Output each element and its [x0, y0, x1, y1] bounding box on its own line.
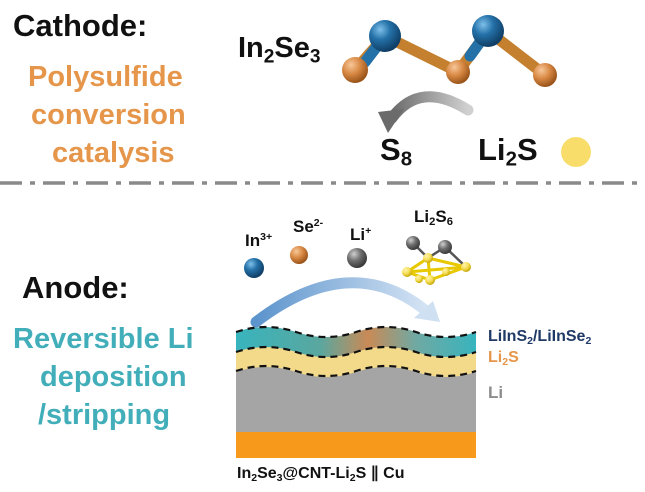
lithium-ion-label: Li+ — [350, 225, 372, 244]
liins2-liinse2-layer — [236, 327, 476, 357]
lithium-ion-icon — [347, 248, 367, 268]
li2s6-cluster-icon — [402, 236, 471, 285]
liins2-liinse2-label: LiInS2/LiInSe2 — [488, 328, 592, 347]
deposition-arrow-icon — [250, 277, 440, 328]
in2se3-molecule-icon — [342, 15, 557, 87]
deposition-line-1: Reversible Li — [13, 323, 194, 355]
catalysis-line-2: conversion — [31, 99, 186, 131]
selenium-ion-icon — [290, 246, 308, 264]
li-layer-label: Li — [488, 383, 504, 402]
in2se3-label: In2Se3 — [238, 32, 321, 68]
selenium-ion-label: Se2- — [293, 217, 324, 236]
lithium-metal-layer — [236, 365, 476, 432]
catalysis-line-1: Polysulfide — [28, 61, 183, 93]
cell-configuration-label: In2Se3@CNT-Li2S ∥ Cu — [237, 465, 405, 484]
s8-label: S8 — [380, 132, 413, 171]
indium-ion-label: In3+ — [245, 231, 273, 250]
li2s-layer-label: Li2S — [488, 349, 519, 368]
anode-layer-stack — [235, 325, 477, 458]
deposition-line-2: deposition — [40, 361, 187, 393]
catalysis-line-3: catalysis — [52, 137, 175, 169]
indium-ion-icon — [244, 258, 264, 278]
copper-current-collector — [236, 432, 476, 458]
li2s6-label: Li2S6 — [414, 207, 453, 229]
sulfur-particle-icon — [561, 137, 591, 167]
cathode-heading: Cathode: — [13, 8, 148, 43]
conversion-arrow-icon — [378, 91, 474, 133]
li2s-label: Li2S — [478, 132, 538, 171]
deposition-line-3: /stripping — [38, 399, 171, 431]
anode-heading: Anode: — [22, 270, 129, 305]
